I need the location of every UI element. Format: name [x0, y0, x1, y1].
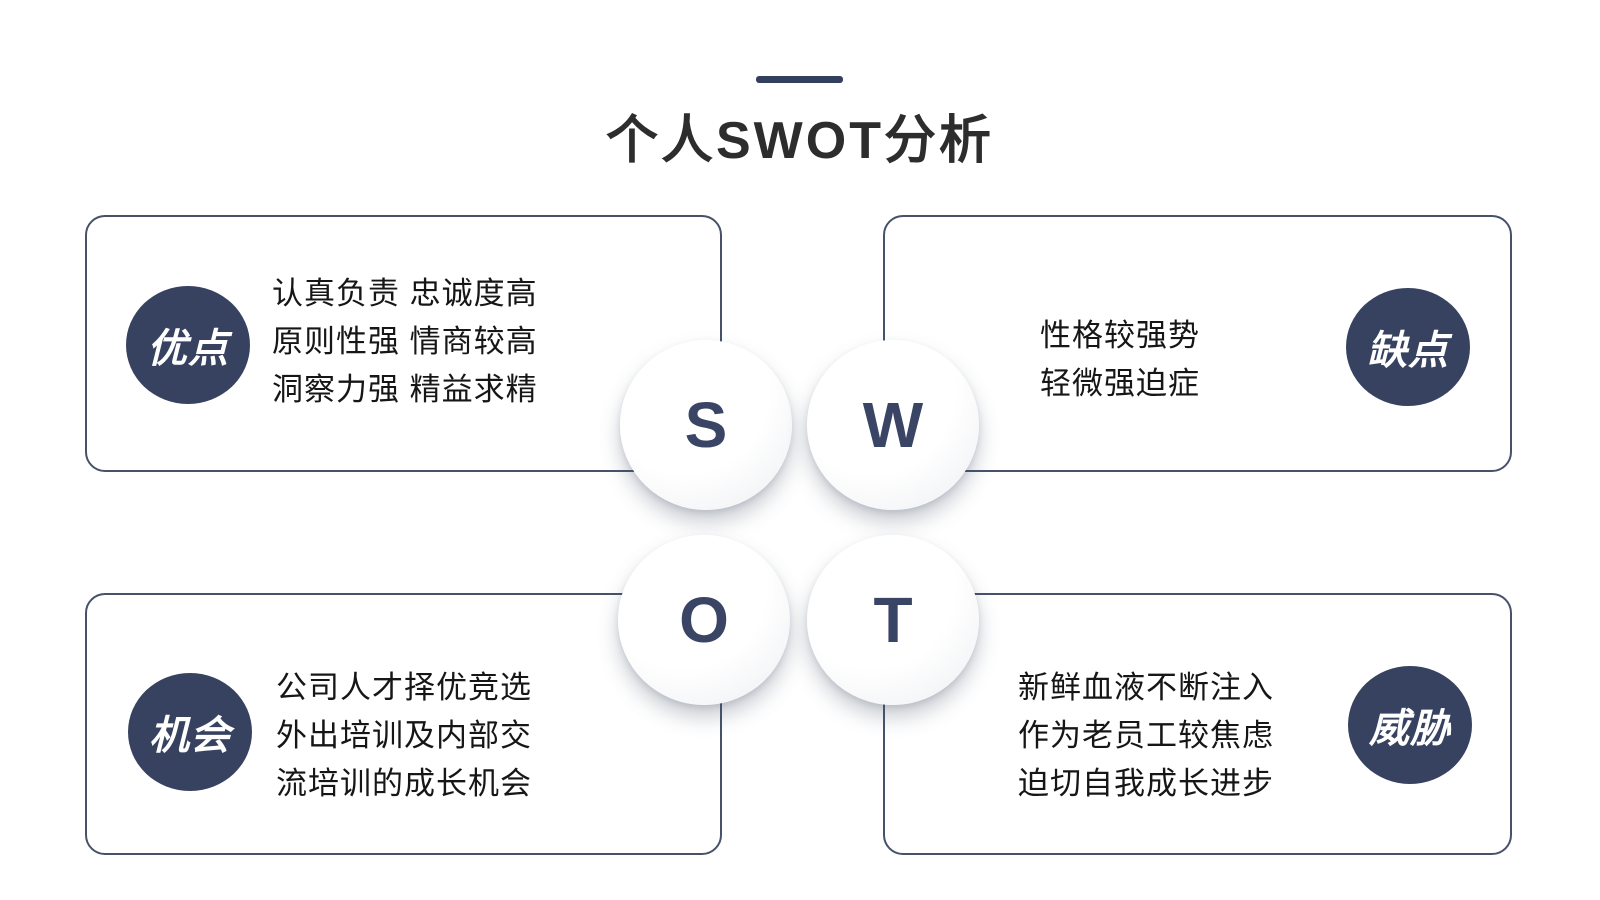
opportunities-line: 流培训的成长机会 — [276, 766, 532, 801]
opportunities-text: 公司人才择优竞选 外出培训及内部交 流培训的成长机会 — [276, 664, 532, 808]
threats-line: 新鲜血液不断注入 — [1018, 670, 1274, 705]
strengths-line: 原则性强 情商较高 — [272, 324, 538, 359]
swot-coin-s: S — [620, 340, 792, 510]
strengths-badge: 优点 — [126, 286, 250, 404]
weaknesses-text: 性格较强势 轻微强迫症 — [1040, 312, 1200, 408]
weaknesses-line: 性格较强势 — [1040, 318, 1200, 353]
swot-letter-o: O — [679, 584, 729, 656]
threats-line: 作为老员工较焦虑 — [1018, 718, 1274, 753]
strengths-line: 洞察力强 精益求精 — [272, 372, 538, 407]
opportunities-line: 外出培训及内部交 — [276, 718, 532, 753]
page-title: 个人SWOT分析 — [606, 112, 994, 170]
weaknesses-line: 轻微强迫症 — [1040, 366, 1200, 401]
strengths-line: 认真负责 忠诚度高 — [272, 276, 538, 311]
threats-badge-label: 威胁 — [1369, 707, 1451, 751]
swot-letter-t: T — [873, 584, 913, 656]
weaknesses-badge-label: 缺点 — [1367, 329, 1449, 373]
opportunities-badge-label: 机会 — [149, 714, 231, 758]
swot-coin-w: W — [807, 340, 979, 510]
threats-badge: 威胁 — [1348, 666, 1472, 784]
weaknesses-badge: 缺点 — [1346, 288, 1470, 406]
strengths-badge-label: 优点 — [147, 327, 229, 371]
swot-letter-s: S — [684, 389, 728, 461]
opportunities-badge: 机会 — [128, 673, 252, 791]
title-accent-bar — [756, 76, 843, 83]
swot-letter-w: W — [862, 389, 924, 461]
strengths-text: 认真负责 忠诚度高 原则性强 情商较高 洞察力强 精益求精 — [272, 270, 538, 414]
opportunities-line: 公司人才择优竞选 — [276, 670, 532, 705]
threats-line: 迫切自我成长进步 — [1018, 766, 1274, 801]
swot-coin-o: O — [618, 535, 790, 705]
threats-text: 新鲜血液不断注入 作为老员工较焦虑 迫切自我成长进步 — [1018, 664, 1274, 808]
swot-coin-t: T — [807, 535, 979, 705]
